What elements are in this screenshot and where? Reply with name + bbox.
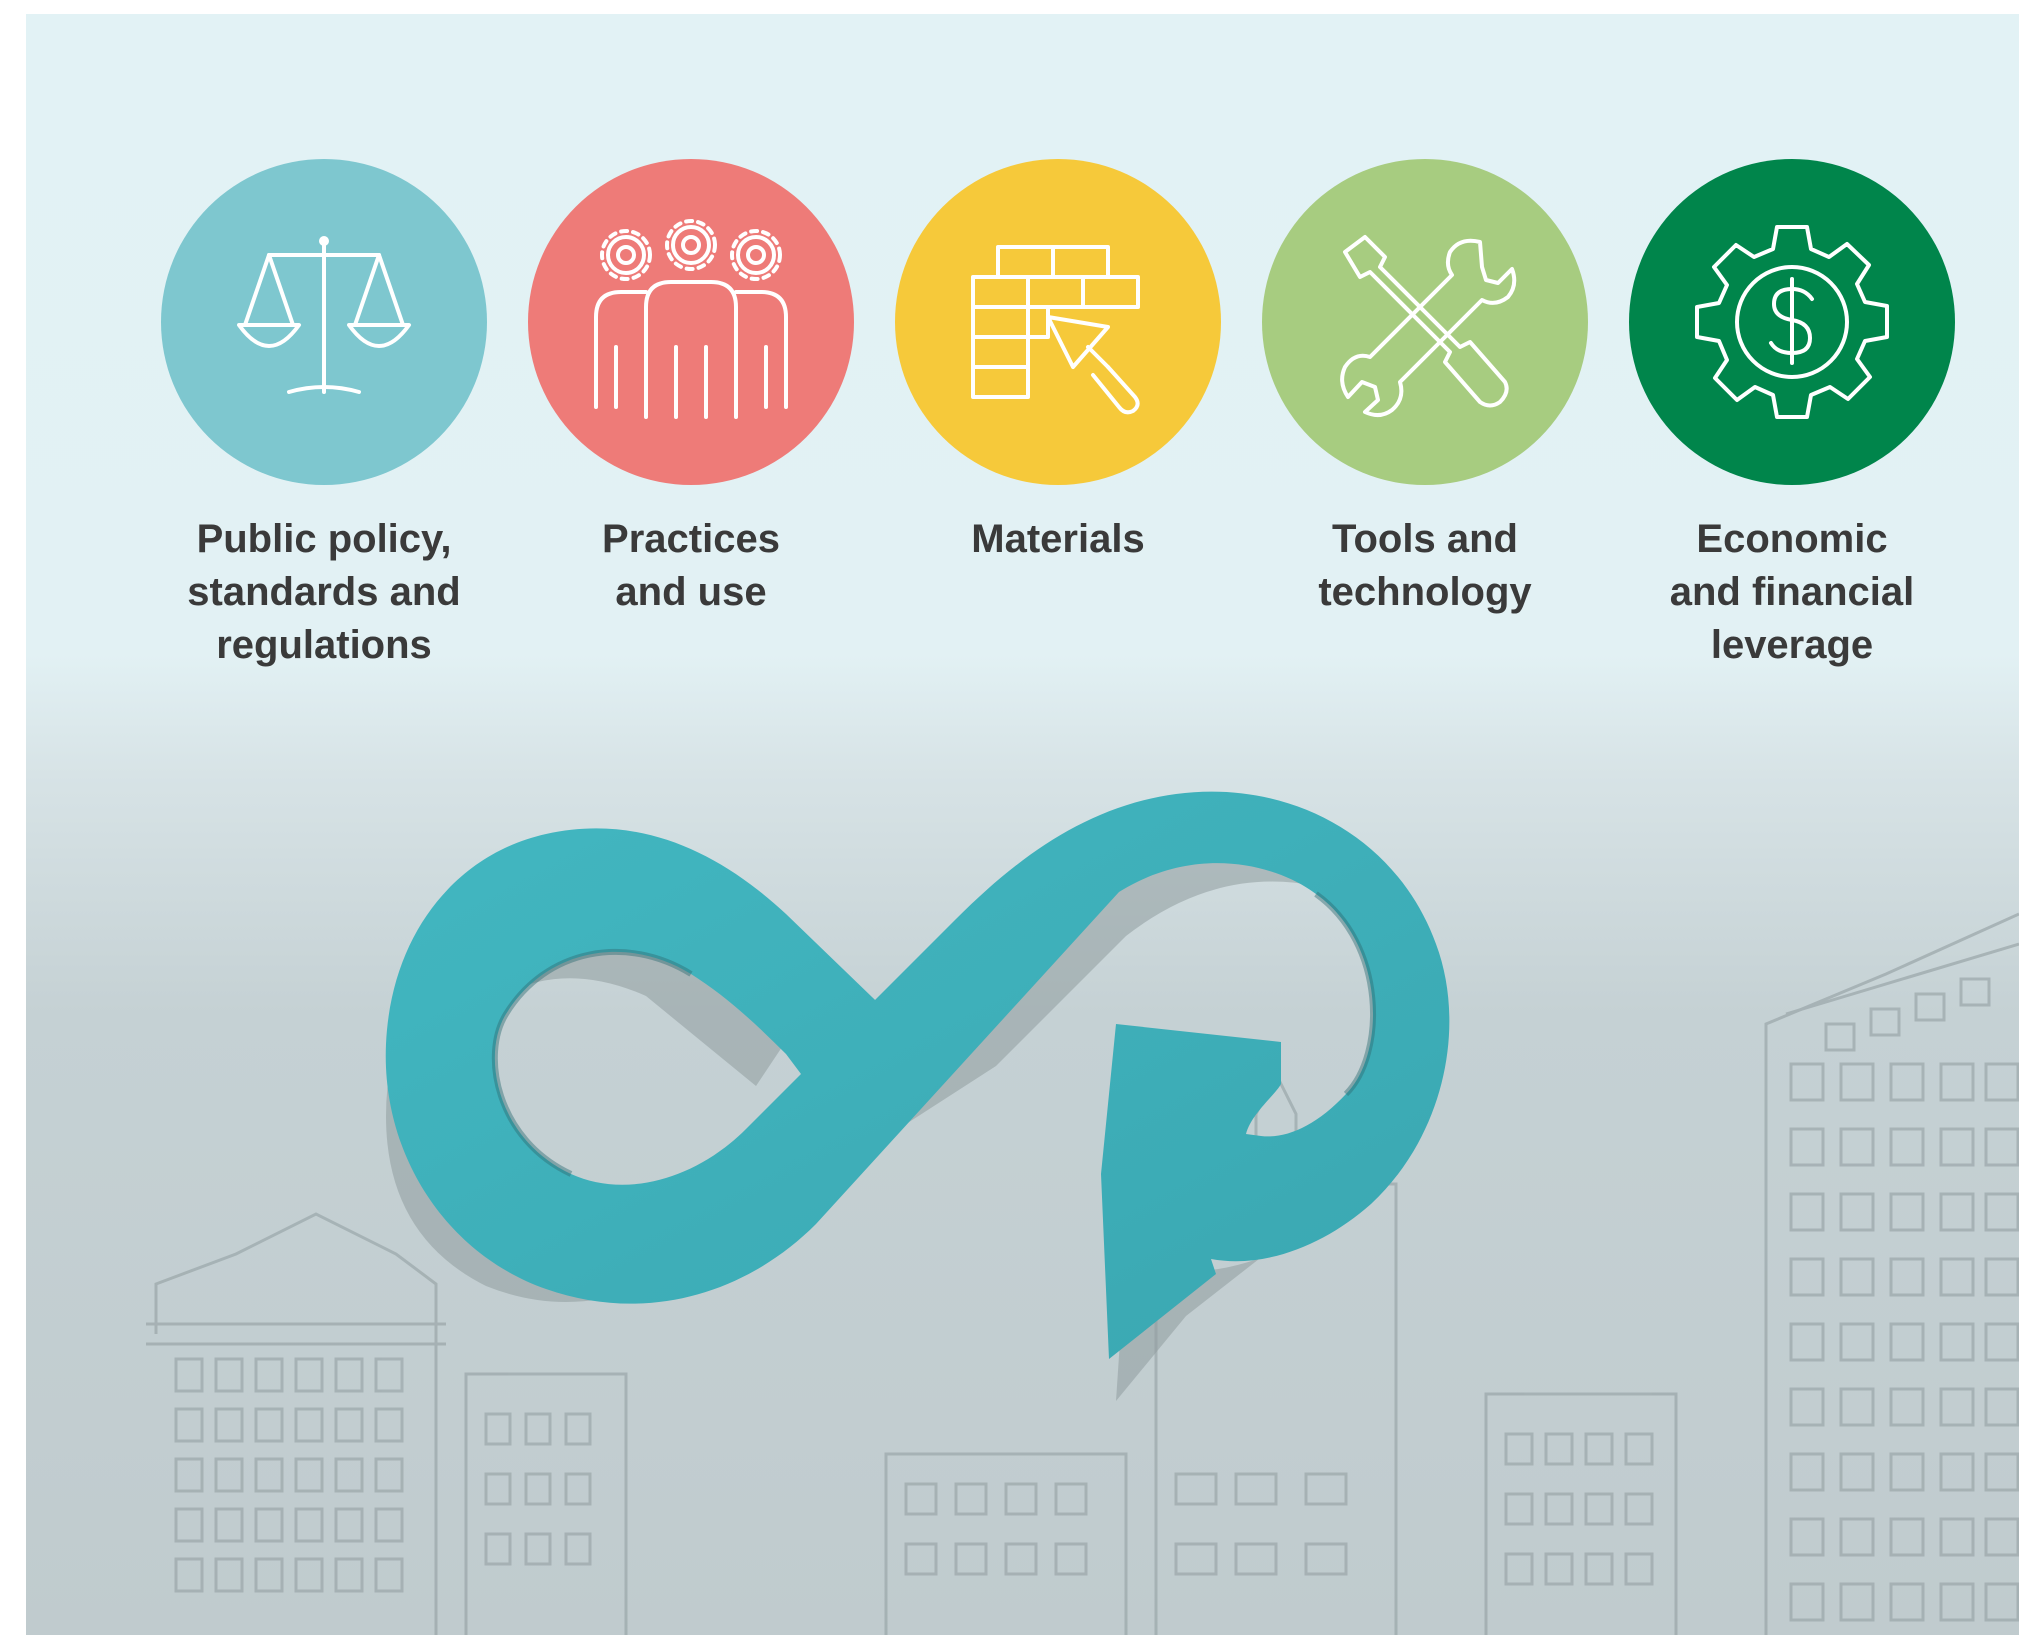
bricks-trowel-icon <box>971 245 1140 415</box>
pillar-materials: Materials <box>874 159 1242 566</box>
tools-circle <box>1262 159 1588 485</box>
materials-circle <box>895 159 1221 485</box>
pillar-practices: Practices and use <box>507 159 875 619</box>
pillar-label: Tools and technology <box>1318 517 1532 614</box>
wrench-screwdriver-icon <box>1340 235 1517 417</box>
pillar-label: Economic and financial leverage <box>1669 517 1915 667</box>
pillar-label: Public policy, standards and regulations <box>187 517 461 667</box>
sketched-buildings-background <box>146 912 2019 1635</box>
infographic-frame: Public policy, standards and regulations… <box>26 14 2019 1635</box>
pillar-public-policy: Public policy, standards and regulations <box>140 159 508 672</box>
pillar-tools: Tools and technology <box>1241 159 1609 619</box>
circular-economy-loop-icon <box>385 791 1450 1401</box>
gear-dollar-icon <box>1695 225 1889 419</box>
people-gears-icon <box>594 219 788 419</box>
pillar-label: Practices and use <box>602 517 780 614</box>
public-policy-circle <box>161 159 487 485</box>
economic-circle <box>1629 159 1955 485</box>
practices-circle <box>528 159 854 485</box>
scales-icon <box>237 236 411 394</box>
pillar-label: Materials <box>971 517 1145 561</box>
pillars-row: Public policy, standards and regulations… <box>26 14 2019 714</box>
pillar-economic: Economic and financial leverage <box>1608 159 1976 672</box>
